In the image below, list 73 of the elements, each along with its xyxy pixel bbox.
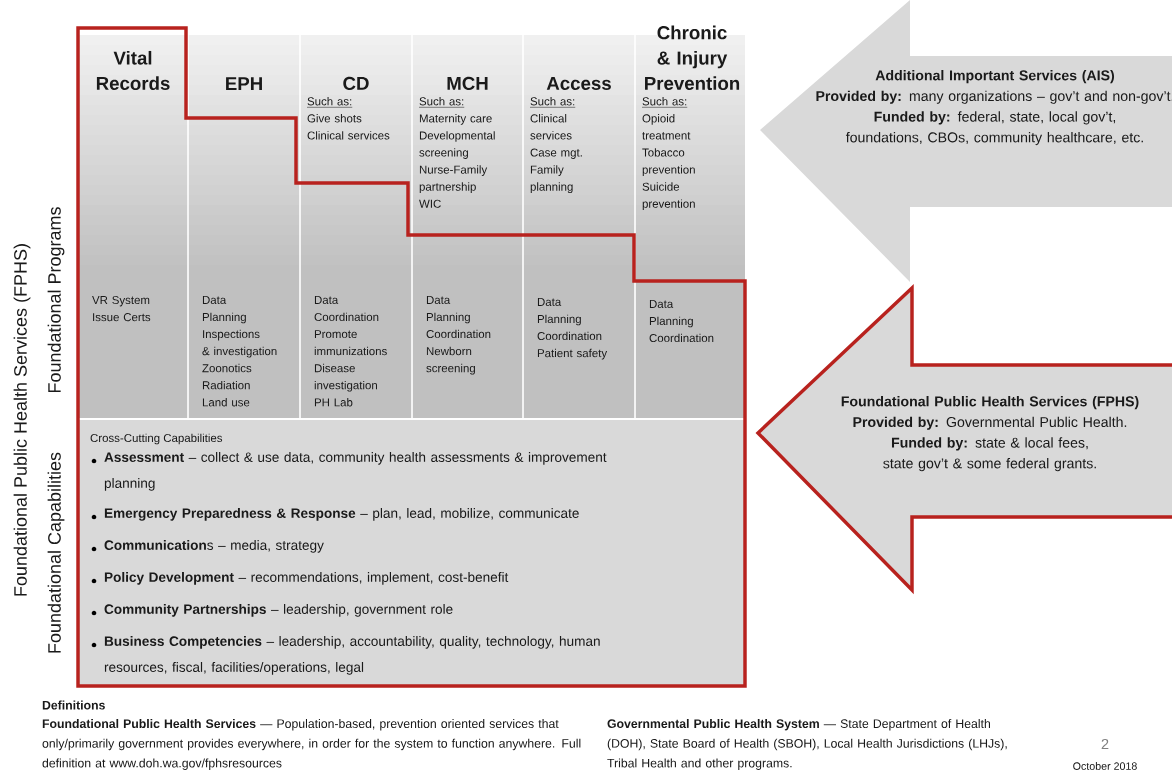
node-label: Disease investigation bbox=[314, 363, 377, 392]
program-column: MCH Such as: Maternity care Developmental screening Nurse-Family partnership WIC Data Planning Coordination Newborn screening bbox=[412, 35, 523, 418]
service-list: Data Planning Coordination Newborn screening bbox=[426, 296, 491, 375]
node-label: Planning bbox=[426, 312, 470, 324]
program-column: Vital Records VR System Issue Certs bbox=[78, 35, 188, 418]
node-label: Developmental screening bbox=[419, 131, 495, 159]
node-label: Such as: bbox=[419, 97, 464, 106]
node-label: Chronic & Injury Prevention bbox=[645, 25, 740, 90]
node-label: Clinical services bbox=[530, 114, 572, 140]
node-label: & investigation bbox=[202, 346, 277, 358]
node-label: Zoonotics bbox=[202, 363, 252, 373]
node-label: Nurse-Family partnership bbox=[419, 165, 488, 194]
service-list: Data Coordination Promote immunizations Disease investigation PH Lab bbox=[314, 296, 387, 407]
definitions-heading: Definitions bbox=[42, 700, 105, 710]
node-label: Data bbox=[426, 296, 451, 304]
node-label: Data bbox=[537, 298, 562, 306]
program-column: CD Such as: Give shots Clinical services Data Coordination Promote immunizations Disease investigation PH Lab bbox=[300, 35, 412, 418]
node-label: PH Lab bbox=[314, 397, 353, 407]
node-label: Coordination bbox=[314, 312, 379, 322]
service-list: Data Planning Coordination Patient safety bbox=[537, 298, 608, 360]
bullet-item: Community Partnerships – leadership, government role bbox=[91, 604, 453, 617]
node-label: Patient safety bbox=[537, 348, 608, 360]
service-list: Data Planning Coordination bbox=[649, 300, 714, 343]
node-label: Access bbox=[546, 76, 611, 90]
service-list: Data Planning Inspections & investigation Zoonotics Radiation Land use bbox=[202, 296, 277, 407]
bullet-item: Policy Development – recommendations, implement, cost-benefit bbox=[91, 572, 509, 585]
section-heading: Cross-Cutting Capabilities bbox=[90, 433, 223, 445]
node-label: VR System bbox=[92, 296, 150, 307]
node-label: Family planning bbox=[530, 165, 573, 194]
page-number: 2 bbox=[1101, 738, 1109, 750]
side-label: Foundational Capabilities bbox=[47, 452, 65, 653]
node-label: Radiation bbox=[202, 380, 250, 390]
bullet-item: Business Competencies – leadership, accountability, quality, technology, human resources, fiscal, facilities/operations, legal bbox=[91, 636, 600, 675]
node-label: Issue Certs bbox=[93, 313, 151, 322]
node-label: Such as: bbox=[642, 97, 687, 106]
node-label: Planning bbox=[537, 314, 581, 326]
node-label: Land use bbox=[202, 397, 250, 407]
node-label: Coordination bbox=[537, 331, 602, 341]
node-label: Case mgt. bbox=[530, 148, 582, 159]
node-label: Vital Records bbox=[96, 50, 170, 90]
node-label: Coordination bbox=[426, 329, 491, 339]
node-label: MCH bbox=[447, 76, 488, 90]
capabilities-panel bbox=[78, 420, 745, 686]
node-label: Such as: bbox=[530, 97, 575, 106]
node-label: Promote immunizations bbox=[314, 330, 387, 356]
program-column: EPH Data Planning Inspections & investigation Zoonotics Radiation Land use bbox=[188, 35, 300, 418]
node-label: Tobacco prevention bbox=[642, 148, 695, 176]
node-label: Newborn screening bbox=[426, 346, 475, 375]
example-list: Such as: Clinical services Case mgt. Family planning bbox=[529, 97, 582, 193]
node-label: WIC bbox=[419, 199, 441, 208]
definition-text: Governmental Public Health System — State Department of Health (DOH), State Board of Health (SBOH), Local Health Jurisdictions (LHJs), Tribal Health and other programs. bbox=[607, 719, 1007, 770]
service-list: VR System Issue Certs bbox=[92, 296, 151, 322]
node-label: Data bbox=[314, 296, 339, 304]
example-list: Such as: Maternity care Developmental screening Nurse-Family partnership WIC bbox=[418, 97, 495, 208]
node-label: Data bbox=[202, 296, 227, 304]
node-label: Maternity care bbox=[419, 114, 492, 125]
program-column: Access Such as: Clinical services Case mgt. Family planning Data Planning Coordination Patient safety bbox=[523, 35, 635, 418]
bullet-item: Assessment – collect & use data, community health assessments & improvement planning bbox=[91, 452, 607, 491]
node-label: EPH bbox=[226, 77, 262, 90]
node-label: Planning bbox=[202, 312, 246, 324]
bullet-item: Communications – media, strategy bbox=[91, 540, 324, 553]
node-label: CD bbox=[343, 76, 369, 90]
program-column: Chronic & Injury Prevention Such as: Opioid treatment Tobacco prevention Suicide prevention Data Planning Coordination bbox=[635, 25, 745, 418]
side-label: Foundational Programs bbox=[47, 207, 65, 393]
side-label: Foundational Public Health Services (FPHS) bbox=[13, 244, 31, 596]
definition-text: Foundational Public Health Services — Population-based, prevention oriented services that only/primarily government provides everywhere, in order for the system to function anywhere. Full definition at www.doh.wa.gov/fphsresources bbox=[42, 719, 581, 770]
node-label: Inspections bbox=[203, 329, 260, 341]
bullet-item: Emergency Preparedness & Response – plan, lead, mobilize, communicate bbox=[91, 508, 579, 521]
example-list: Such as: Give shots Clinical services bbox=[306, 97, 390, 140]
node-label: Opioid treatment bbox=[642, 114, 691, 140]
node-label: Suicide prevention bbox=[642, 182, 695, 211]
date-text: October 2018 bbox=[1073, 762, 1137, 770]
example-list: Such as: Opioid treatment Tobacco prevention Suicide prevention bbox=[641, 97, 695, 211]
